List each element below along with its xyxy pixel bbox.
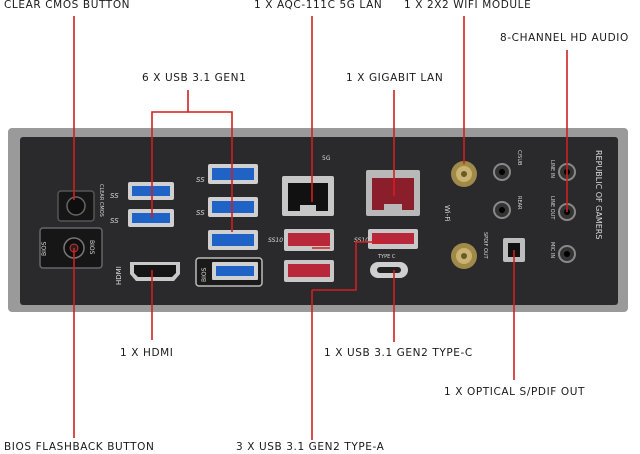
usb-gen2-type-a-port[interactable] — [284, 260, 334, 282]
ss10-silk: SS10 — [354, 237, 369, 244]
usb-gen2-type-a-port[interactable] — [368, 229, 418, 249]
bios-silk-left: BIOS — [41, 241, 48, 256]
wifi-silk: Wi-Fi — [443, 205, 451, 222]
ss-silk: SS — [110, 192, 119, 200]
hdmi-port[interactable] — [130, 262, 180, 281]
lan-5g-callout: 1 X AQC-111C 5G LAN — [254, 0, 383, 11]
usb-type-a-line-branch — [312, 241, 384, 291]
wifi-antenna-connector[interactable] — [451, 161, 477, 187]
rear-silk: REAR — [516, 196, 522, 210]
usb-gen1-line-left — [151, 90, 189, 218]
usb-gen1-port[interactable] — [208, 164, 258, 184]
usb-gen1-callout: 6 X USB 3.1 GEN1 — [142, 72, 247, 84]
bios-flashback-callout: BIOS FLASHBACK BUTTON — [4, 441, 155, 453]
wifi-callout: 1 X 2X2 WIFI MODULE — [404, 0, 532, 11]
type-c-silk: TYPE C — [377, 254, 396, 260]
hdmi-callout: 1 X HDMI — [120, 347, 174, 359]
gigabit-lan-port[interactable] — [366, 170, 420, 216]
optical-callout: 1 X OPTICAL S/PDIF OUT — [444, 386, 586, 398]
line-out-silk: LINE OUT — [549, 196, 555, 220]
audio-jack-c-sub[interactable] — [493, 163, 511, 181]
ss10-silk: SS10 — [268, 237, 283, 244]
c-sub-silk: C/SUB — [516, 150, 522, 166]
usb-gen1-line-right — [188, 111, 233, 232]
usb-gen1-bios-port[interactable] — [195, 257, 263, 287]
spdif-out-silk: SPDIF OUT — [482, 232, 488, 260]
audio-jack-rear[interactable] — [493, 201, 511, 219]
ss-silk: SS — [110, 217, 119, 225]
audio-jack-mic-in[interactable] — [558, 245, 576, 263]
bios-silk-usb: BIOS — [201, 267, 208, 282]
wifi-antenna-connector[interactable] — [451, 243, 477, 269]
line-in-silk: LINE IN — [549, 160, 555, 178]
usb-gen1-port[interactable] — [208, 197, 258, 217]
bios-silk-right: BIOS — [88, 240, 95, 255]
gigabit-lan-callout: 1 X GIGABIT LAN — [346, 72, 444, 84]
five-g-silk: 5G — [322, 155, 331, 162]
ss-silk: SS — [196, 176, 205, 184]
usb-gen1-port[interactable] — [208, 230, 258, 250]
usb-type-c-callout: 1 X USB 3.1 GEN2 TYPE-C — [324, 347, 473, 359]
usb-gen1-port[interactable] — [128, 182, 174, 200]
lan-5g-port[interactable] — [282, 176, 334, 216]
hdmi-silk: HDMI — [115, 266, 123, 285]
hd-audio-callout: 8-CHANNEL HD AUDIO — [500, 32, 629, 44]
clear-cmos-silk: CLEAR CMOS — [98, 184, 104, 217]
clear-cmos-button[interactable] — [57, 190, 95, 222]
brand-silk: REPUBLIC OF GAMERS — [594, 150, 603, 239]
usb-gen2-type-a-port[interactable] — [284, 229, 334, 251]
usb-gen1-port[interactable] — [128, 209, 174, 227]
ss-silk: SS — [196, 209, 205, 217]
mic-in-silk: MIC IN — [549, 242, 555, 258]
clear-cmos-callout: CLEAR CMOS BUTTON — [4, 0, 131, 11]
usb-type-c-port[interactable] — [370, 262, 408, 278]
usb-type-a-callout: 3 X USB 3.1 GEN2 TYPE-A — [236, 441, 385, 453]
